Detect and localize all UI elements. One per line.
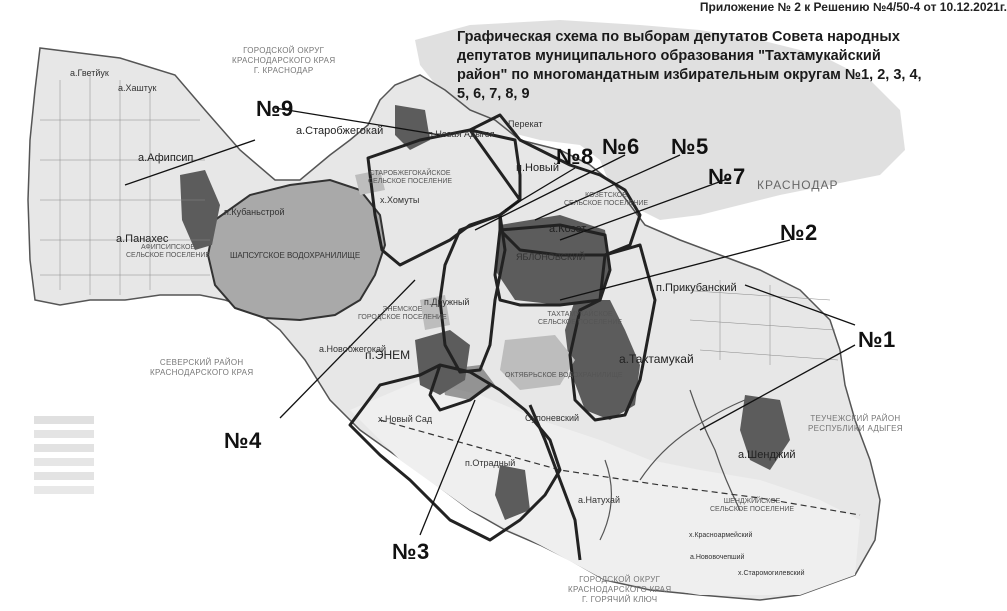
- district-label-8: №8: [556, 144, 594, 169]
- water-label: ШАПСУГСКОЕ ВОДОХРАНИЛИЩЕ: [230, 251, 361, 260]
- place-label: х.Старомогилевский: [738, 570, 805, 577]
- legend-item: [34, 416, 94, 424]
- callout-lines: [124, 107, 856, 536]
- district-land: [27, 47, 881, 601]
- district-label-5: №5: [671, 134, 709, 159]
- title-line: Графическая схема по выборам депутатов С…: [457, 29, 900, 45]
- legend-item: [34, 430, 94, 438]
- place-label: п.Отрадный: [465, 458, 516, 468]
- place-label: п.Кубаньстрой: [224, 207, 285, 217]
- electoral-borders: [348, 113, 657, 561]
- map-title: Графическая схема по выборам депутатов С…: [457, 28, 1005, 104]
- place-label: х.Красноармейский: [689, 532, 753, 539]
- railway-line: [379, 419, 861, 516]
- title-line: 5, 6, 7, 8, 9: [457, 86, 530, 102]
- place-label: а.Новобжегокай: [319, 344, 387, 354]
- district-label-6: №6: [602, 134, 640, 159]
- city-label-krasnodar: КРАСНОДАР: [757, 178, 839, 192]
- legend-item: [34, 472, 94, 480]
- place-label: а.Афипсип: [138, 152, 194, 164]
- place-label: а.Гветйук: [70, 68, 109, 78]
- place-label: а.Шенджий: [738, 449, 796, 461]
- place-label: а.Натухай: [578, 495, 620, 505]
- place-label: Перекат: [508, 119, 543, 129]
- place-label: а.Тахтамукай: [619, 352, 694, 366]
- place-label: х.Новый Сад: [378, 414, 433, 424]
- district-label-3: №3: [392, 539, 430, 564]
- place-label: п.Новый: [516, 162, 559, 174]
- place-label: х.Хомуты: [380, 195, 420, 205]
- place-label: Супоневский: [525, 413, 580, 423]
- place-label: п.ЭНЕМ: [365, 348, 411, 362]
- title-line: депутатов муниципального образования "Та…: [457, 48, 881, 64]
- district-label-4: №4: [224, 428, 262, 453]
- shapsug-reservoir: [206, 178, 387, 322]
- place-label: ЯБЛОНОВСКИЙ: [516, 252, 586, 262]
- place-label: а.Панахес: [116, 233, 169, 245]
- place-label: а.Старобжегокай: [296, 125, 384, 137]
- district-label-9: №9: [256, 96, 294, 121]
- legend-item: [34, 444, 94, 452]
- legend: [34, 410, 94, 500]
- place-label: а.Хаштук: [118, 83, 157, 93]
- district-label-7: №7: [708, 164, 746, 189]
- place-label: п.Новая Адыгея: [428, 129, 495, 139]
- water-label: ОКТЯБРЬСКОЕ ВОДОХРАНИЛИЩЕ: [505, 372, 623, 379]
- appendix-caption: Приложение № 2 к Решению №4/50-4 от 10.1…: [699, 0, 1007, 14]
- southern-area: [350, 380, 860, 595]
- place-label: а.Нововочепший: [690, 554, 745, 561]
- legend-item: [34, 458, 94, 466]
- medium-areas: [355, 170, 575, 390]
- place-label: п.Прикубанский: [656, 282, 737, 294]
- rivers: [599, 389, 746, 541]
- place-label: п.Дружный: [424, 297, 470, 307]
- field-grid: [40, 75, 839, 365]
- krasnodar-city-area: [415, 20, 905, 220]
- legend-item: [34, 486, 94, 494]
- district-label-1: №1: [858, 327, 896, 352]
- district-label-2: №2: [780, 220, 818, 245]
- title-line: район" по многомандатным избирательным о…: [457, 67, 922, 83]
- place-label: а.Козет: [549, 223, 587, 235]
